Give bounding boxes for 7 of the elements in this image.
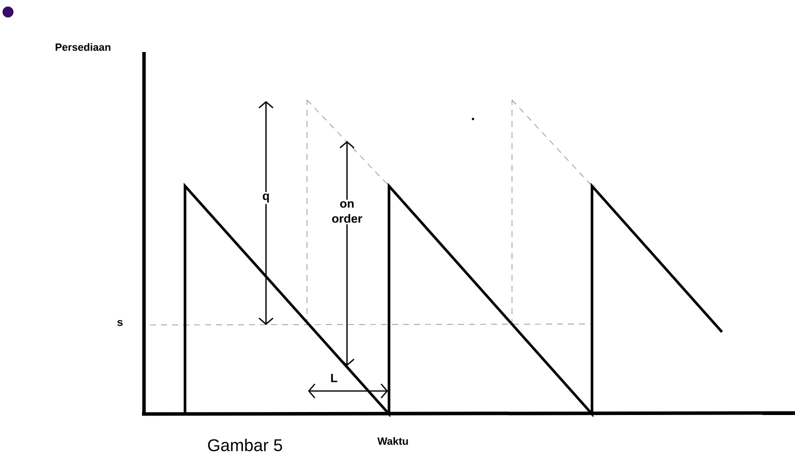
axis-label: s [115,318,125,328]
figure-caption: Gambar 5 [208,438,282,452]
axis-label: Persediaan [54,42,113,52]
dimension-label: on order [322,200,372,224]
dimension-label: q [260,192,272,204]
axis-label: Waktu [376,436,410,446]
dimension-label: L [328,372,340,384]
